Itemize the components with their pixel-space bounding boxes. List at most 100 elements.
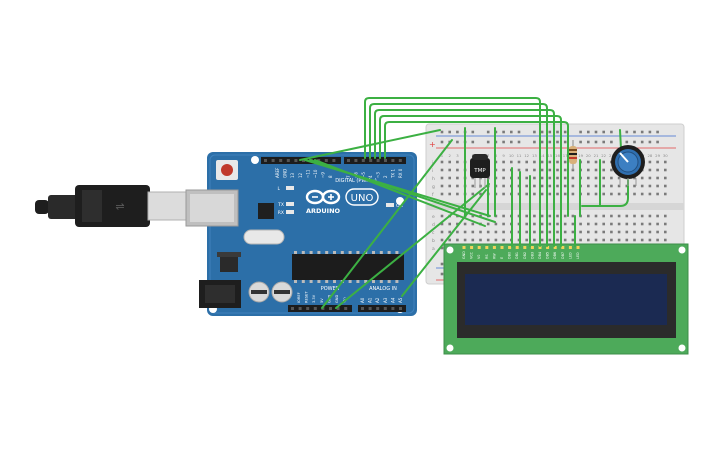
- breadboard-hole[interactable]: [440, 230, 444, 234]
- lcd-pin[interactable]: [553, 246, 557, 249]
- breadboard-hole[interactable]: [556, 176, 559, 180]
- lcd-pin[interactable]: [530, 246, 534, 249]
- rail-hole[interactable]: [486, 140, 490, 144]
- breadboard-hole[interactable]: [602, 192, 605, 196]
- breadboard-hole[interactable]: [548, 230, 552, 234]
- digital-pin-hole[interactable]: [279, 159, 283, 162]
- breadboard-hole[interactable]: [633, 184, 636, 188]
- breadboard-hole[interactable]: [502, 230, 505, 234]
- breadboard-hole[interactable]: [656, 176, 659, 180]
- breadboard-hole[interactable]: [440, 222, 444, 226]
- digital-header-right[interactable]: [344, 157, 406, 164]
- rail-hole[interactable]: [640, 140, 644, 144]
- breadboard-hole[interactable]: [648, 222, 652, 226]
- breadboard-hole[interactable]: [594, 160, 598, 164]
- breadboard-hole[interactable]: [486, 222, 490, 226]
- breadboard-hole[interactable]: [640, 192, 644, 196]
- power-pin-hole[interactable]: [291, 307, 294, 310]
- breadboard-hole[interactable]: [479, 214, 482, 218]
- breadboard-hole[interactable]: [563, 238, 567, 242]
- power-pin-hole[interactable]: [336, 307, 340, 310]
- rail-hole[interactable]: [440, 130, 444, 134]
- breadboard-hole[interactable]: [525, 160, 528, 164]
- breadboard-hole[interactable]: [494, 230, 498, 234]
- breadboard-hole[interactable]: [525, 214, 528, 218]
- temperature-sensor-tmp36[interactable]: TMP: [470, 154, 490, 188]
- breadboard-hole[interactable]: [594, 238, 598, 242]
- breadboard-hole[interactable]: [540, 222, 544, 226]
- digital-pin-hole[interactable]: [347, 159, 350, 162]
- analog-pin-hole[interactable]: [376, 307, 380, 310]
- breadboard-hole[interactable]: [633, 222, 636, 226]
- rail-hole[interactable]: [633, 130, 636, 134]
- breadboard-hole[interactable]: [571, 230, 575, 234]
- breadboard-hole[interactable]: [525, 222, 528, 226]
- rail-hole[interactable]: [440, 262, 444, 266]
- breadboard-hole[interactable]: [448, 184, 451, 188]
- breadboard-hole[interactable]: [587, 176, 590, 180]
- breadboard-hole[interactable]: [587, 222, 590, 226]
- breadboard-hole[interactable]: [502, 192, 505, 196]
- breadboard-hole[interactable]: [502, 176, 505, 180]
- rail-hole[interactable]: [656, 130, 659, 134]
- breadboard-hole[interactable]: [563, 160, 567, 164]
- breadboard-hole[interactable]: [502, 160, 505, 164]
- rail-hole[interactable]: [540, 130, 544, 134]
- breadboard-hole[interactable]: [648, 192, 652, 196]
- breadboard-hole[interactable]: [656, 184, 659, 188]
- breadboard-hole[interactable]: [625, 192, 629, 196]
- breadboard-hole[interactable]: [617, 238, 621, 242]
- breadboard-hole[interactable]: [594, 230, 598, 234]
- breadboard-hole[interactable]: [587, 192, 590, 196]
- breadboard-hole[interactable]: [517, 168, 521, 172]
- breadboard-hole[interactable]: [610, 222, 613, 226]
- breadboard-hole[interactable]: [656, 160, 659, 164]
- breadboard-hole[interactable]: [440, 168, 444, 172]
- breadboard-hole[interactable]: [664, 176, 667, 180]
- breadboard-hole[interactable]: [502, 214, 505, 218]
- breadboard-hole[interactable]: [471, 230, 475, 234]
- lcd-pin[interactable]: [546, 246, 550, 249]
- digital-pin-hole[interactable]: [302, 159, 305, 162]
- breadboard-hole[interactable]: [633, 176, 636, 180]
- rail-hole[interactable]: [594, 140, 598, 144]
- power-pin-hole[interactable]: [298, 307, 302, 310]
- breadboard-hole[interactable]: [571, 192, 575, 196]
- digital-pin-hole[interactable]: [324, 159, 328, 162]
- lcd-pin[interactable]: [523, 246, 527, 249]
- breadboard-hole[interactable]: [486, 230, 490, 234]
- breadboard-hole[interactable]: [587, 238, 590, 242]
- rail-hole[interactable]: [471, 140, 475, 144]
- breadboard-hole[interactable]: [456, 230, 459, 234]
- lcd-pin[interactable]: [470, 246, 474, 249]
- breadboard-hole[interactable]: [571, 176, 575, 180]
- breadboard-hole[interactable]: [471, 222, 475, 226]
- breadboard-hole[interactable]: [502, 168, 505, 172]
- breadboard-hole[interactable]: [610, 192, 613, 196]
- rail-hole[interactable]: [517, 130, 521, 134]
- analog-pin-hole[interactable]: [368, 307, 372, 310]
- breadboard-hole[interactable]: [556, 184, 559, 188]
- breadboard-hole[interactable]: [610, 168, 613, 172]
- breadboard-hole[interactable]: [548, 160, 552, 164]
- breadboard-hole[interactable]: [533, 230, 536, 234]
- power-pin-hole[interactable]: [306, 307, 310, 310]
- breadboard-hole[interactable]: [471, 184, 475, 188]
- potentiometer[interactable]: [611, 145, 645, 186]
- breadboard-hole[interactable]: [664, 168, 667, 172]
- breadboard-hole[interactable]: [587, 214, 590, 218]
- breadboard-hole[interactable]: [594, 214, 598, 218]
- rail-hole[interactable]: [540, 140, 544, 144]
- breadboard-hole[interactable]: [533, 176, 536, 180]
- rail-hole[interactable]: [510, 140, 513, 144]
- breadboard-hole[interactable]: [486, 176, 490, 180]
- lcd-pin[interactable]: [477, 246, 481, 249]
- power-pin-hole[interactable]: [321, 307, 325, 310]
- breadboard-hole[interactable]: [617, 222, 621, 226]
- breadboard-hole[interactable]: [602, 184, 605, 188]
- rail-hole[interactable]: [587, 140, 590, 144]
- rail-hole[interactable]: [440, 140, 444, 144]
- breadboard-hole[interactable]: [533, 168, 536, 172]
- breadboard-hole[interactable]: [602, 214, 605, 218]
- breadboard-hole[interactable]: [625, 214, 629, 218]
